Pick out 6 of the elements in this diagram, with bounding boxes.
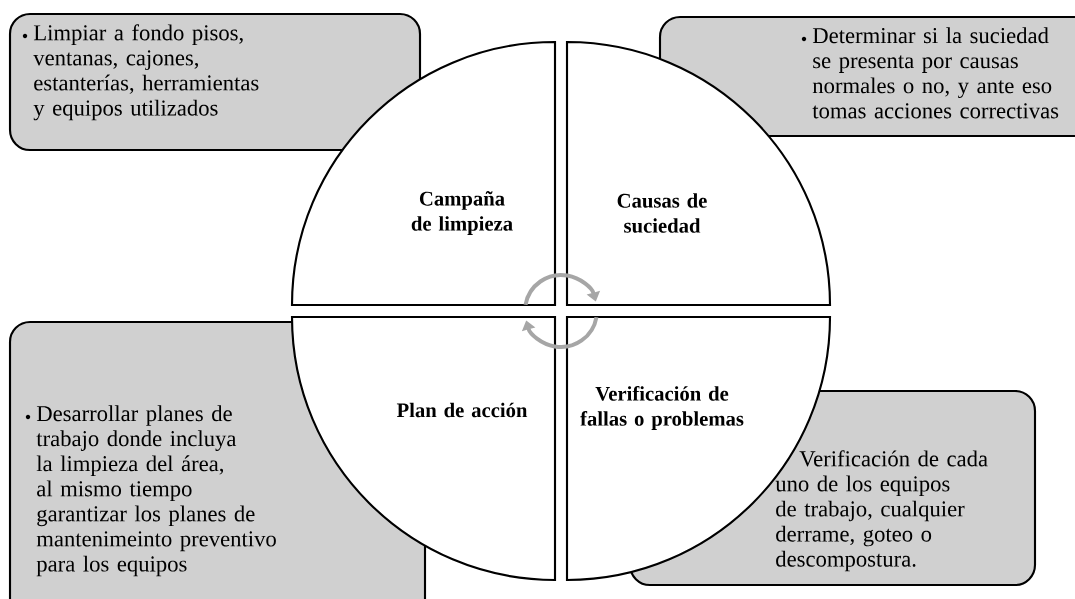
curved-arrow (523, 273, 601, 306)
curved-arrow (521, 316, 599, 349)
text-box: Limpiar a fondo pisos, ventanas, cajones, estanterías, herramientas y equipos utilizados (8, 12, 422, 152)
text-box: Determinar si la suciedad se presenta por causas normales o no, y ante eso tomas acciones correctivas (658, 15, 1075, 138)
quadrant-segment: Plan de acción (290, 315, 557, 582)
quadrant-segment: Campaña de limpieza (290, 40, 557, 307)
